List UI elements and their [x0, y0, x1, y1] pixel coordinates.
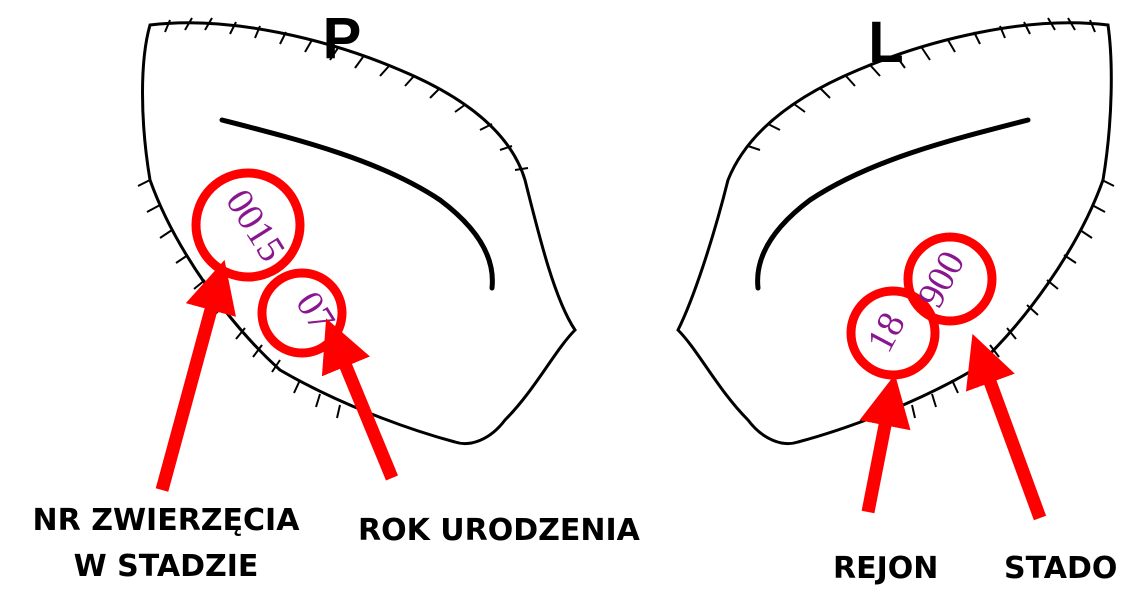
herd-caption: STADO [1004, 546, 1117, 592]
region-caption: REJON [833, 546, 938, 592]
left-ear: L 18 900 [678, 10, 1114, 518]
region-arrow [868, 410, 888, 512]
animal-number-arrow [162, 295, 215, 490]
left-ear-outline-icon [678, 23, 1111, 444]
animal-number-caption-line2: W STADZIE [10, 544, 322, 590]
animal-number-caption: NR ZWIERZĘCIA W STADZIE [10, 498, 322, 590]
animal-number-caption-line1: NR ZWIERZĘCIA [10, 498, 322, 544]
right-ear: P 0015 07 [138, 6, 575, 490]
left-ear-side-label: L [868, 10, 903, 75]
right-ear-side-label: P [323, 6, 362, 71]
herd-arrow [985, 368, 1040, 518]
birth-year-caption: ROK URODZENIA [358, 508, 640, 554]
